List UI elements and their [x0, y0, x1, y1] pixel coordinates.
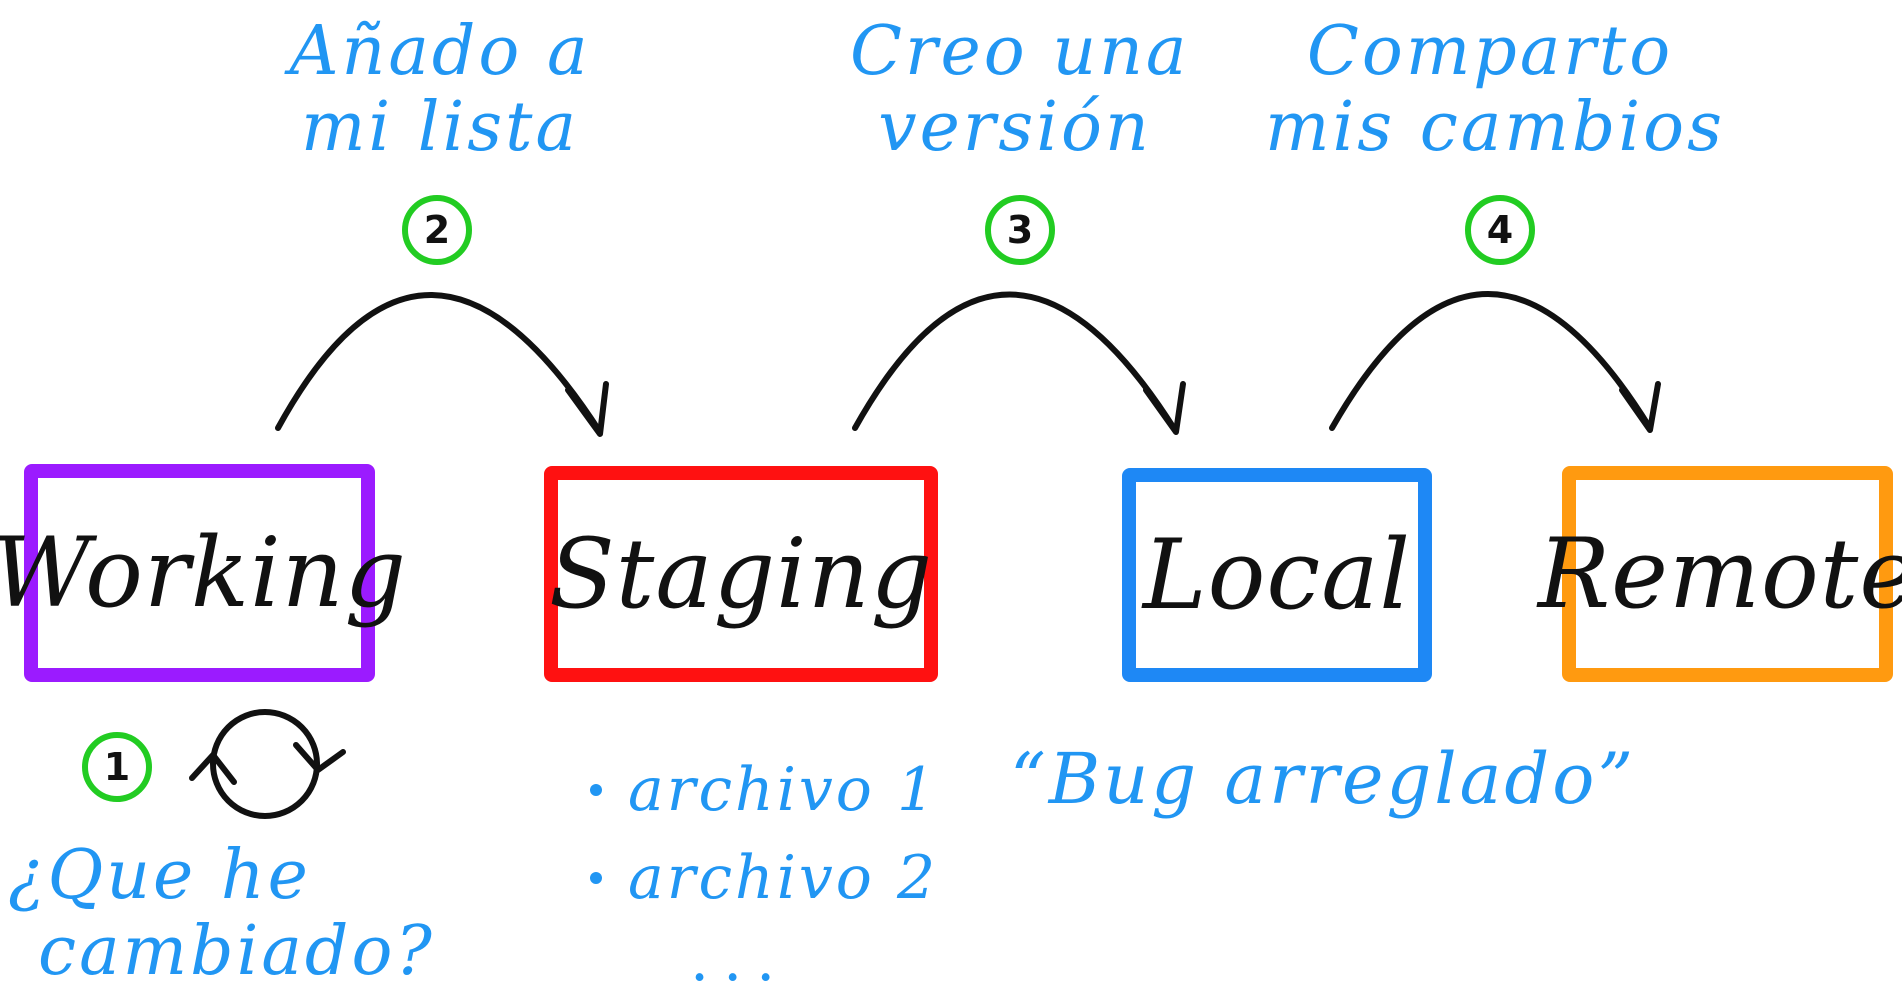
bullet-icon [590, 872, 602, 884]
note-line: mis cambios [1265, 88, 1725, 168]
remote-label: Remote [1537, 518, 1902, 630]
note-line: cambiado? [38, 912, 435, 992]
file-name: archivo 1 [628, 755, 939, 825]
list-item: archivo 2 [590, 838, 938, 918]
step-one-badge: 1 [82, 732, 152, 802]
share-changes-note: Comparto mis cambios [1265, 12, 1725, 168]
add-to-list-note: Añado a mi lista [270, 12, 610, 168]
staging-file-list: archivo 1 archivo 2 [590, 750, 938, 918]
step-two-badge: 2 [402, 195, 472, 265]
step-number: 3 [1006, 208, 1034, 252]
step-number: 1 [103, 745, 131, 789]
note-line: ¿Que he [8, 836, 311, 915]
file-name: archivo 2 [628, 843, 939, 913]
note-line: Añado a [289, 12, 591, 91]
local-box: Local [1122, 468, 1432, 682]
bullet-icon [590, 784, 602, 796]
step-three-badge: 3 [985, 195, 1055, 265]
local-label: Local [1142, 519, 1412, 631]
step-number: 4 [1486, 208, 1514, 252]
refresh-cycle-icon [189, 709, 346, 819]
working-box: Working [0, 464, 406, 682]
note-line: “Bug arreglado” [1010, 738, 1637, 820]
create-version-note: Creo una versión [850, 12, 1190, 168]
remote-box: Remote [1538, 466, 1902, 682]
curved-arrow-icon [1329, 291, 1661, 433]
more-files-ellipsis: ... [690, 925, 790, 995]
curved-arrow-icon [275, 292, 609, 437]
list-item: archivo 1 [590, 750, 938, 830]
what-changed-note: ¿Que he cambiado? [8, 836, 435, 992]
commit-message-note: “Bug arreglado” [1010, 738, 1637, 820]
curved-arrow-icon [852, 291, 1186, 435]
staging-label: Staging [549, 518, 934, 630]
note-line: Comparto [1306, 12, 1674, 91]
note-line: Creo una [850, 12, 1190, 91]
staging-box: Staging [544, 466, 938, 682]
note-line: versión [878, 88, 1152, 168]
step-four-badge: 4 [1465, 195, 1535, 265]
step-number: 2 [423, 208, 451, 252]
working-label: Working [0, 517, 407, 629]
note-line: mi lista [300, 88, 580, 168]
